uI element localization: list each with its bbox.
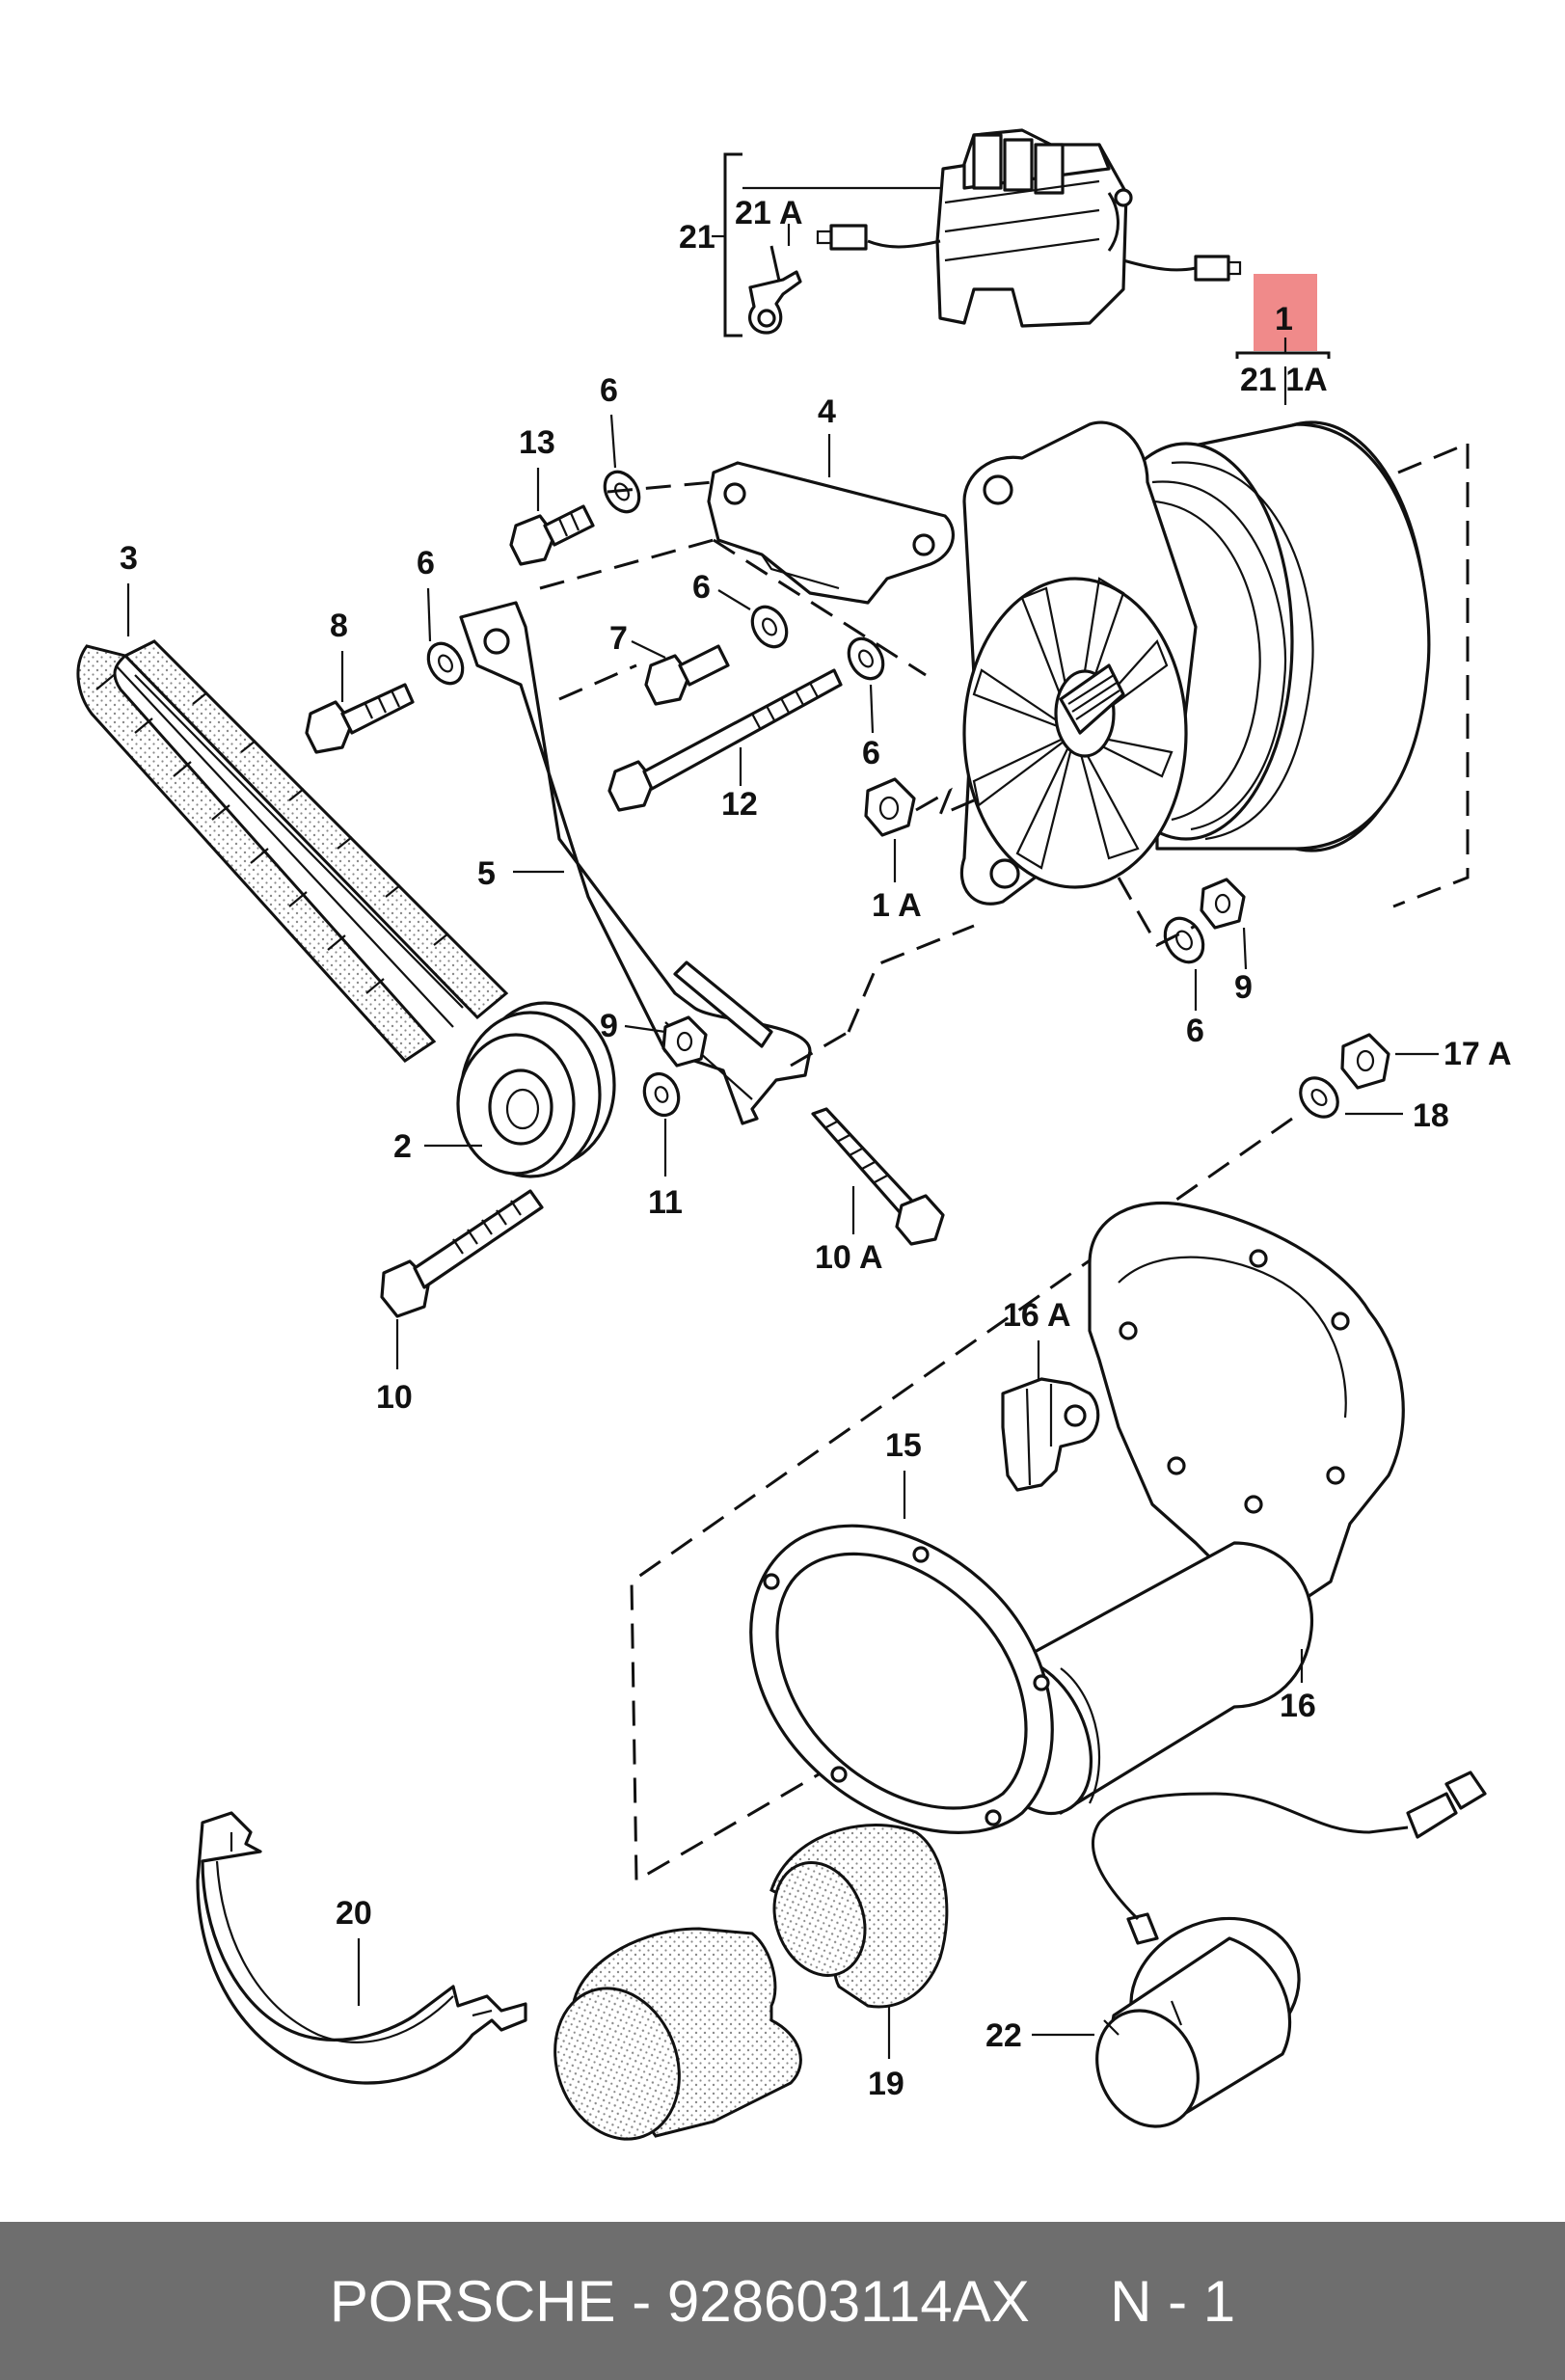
callout-10: 10 — [376, 1379, 413, 1416]
callout-21-1a: 21 1A — [1240, 362, 1328, 398]
washer-6-left[interactable] — [421, 637, 470, 690]
upper-bracket-part[interactable] — [707, 461, 955, 605]
callout-1[interactable]: 1 — [1275, 301, 1293, 338]
callout-15: 15 — [885, 1427, 922, 1464]
temperature-sensor-part[interactable] — [1078, 1771, 1487, 2143]
callout-9-left: 9 — [600, 1008, 618, 1044]
footer-bar: PORSCHE - 928603114AX N - 1 — [0, 2222, 1565, 2380]
footer-part-number: 928603114AX — [666, 2268, 1030, 2334]
callout-18: 18 — [1413, 1097, 1449, 1134]
bolt-13-part[interactable] — [509, 504, 595, 566]
callout-21: 21 — [679, 219, 715, 256]
callout-12: 12 — [721, 786, 758, 823]
clip-16a-part[interactable] — [1001, 1377, 1100, 1492]
bolt-12-part[interactable] — [607, 668, 843, 812]
callout-13: 13 — [519, 424, 555, 461]
alternator-part[interactable] — [959, 420, 1431, 906]
callout-6-left: 6 — [417, 545, 435, 581]
callout-6-top: 6 — [600, 372, 618, 409]
nut-17a-part[interactable] — [1340, 1033, 1390, 1090]
callout-11: 11 — [648, 1184, 683, 1221]
bolt-7-part[interactable] — [644, 644, 730, 706]
bolt-8-part[interactable] — [305, 683, 415, 754]
parts-diagram: 21 21 A 1 21 1A 3 — [76, 128, 1512, 2157]
nut-1a-part[interactable] — [864, 777, 916, 837]
pulley-part[interactable] — [456, 1001, 616, 1178]
callout-20: 20 — [336, 1895, 372, 1932]
washer-11-part[interactable] — [639, 1069, 685, 1121]
callout-6-lower: 6 — [1186, 1013, 1204, 1049]
bolt-10-part[interactable] — [380, 1189, 544, 1318]
callout-5: 5 — [477, 855, 496, 892]
callout-17a: 17 A — [1444, 1036, 1512, 1072]
callout-1a: 1 A — [872, 887, 922, 924]
callout-21a: 21 A — [735, 195, 803, 231]
callout-16: 16 — [1280, 1688, 1316, 1724]
callout-9-right: 9 — [1234, 969, 1253, 1006]
support-arm-part[interactable] — [459, 601, 812, 1125]
drive-belt-part[interactable] — [76, 639, 509, 1063]
voltage-regulator-part[interactable] — [748, 128, 1242, 335]
bolt-10a-part[interactable] — [811, 1107, 945, 1246]
seal-ring-part[interactable] — [749, 1524, 1054, 1834]
foam-insert-part[interactable] — [534, 1824, 949, 2157]
callout-6-right: 6 — [862, 735, 880, 771]
footer-position: N - 1 — [1110, 2268, 1236, 2334]
callout-7: 7 — [609, 620, 628, 657]
nut-9-left-part[interactable] — [661, 1015, 708, 1068]
washer-6-lower[interactable] — [1157, 911, 1210, 969]
clamp-strap-part[interactable] — [196, 1811, 527, 2085]
callout-10a: 10 A — [815, 1239, 883, 1276]
callout-3: 3 — [120, 540, 138, 577]
washer-6-right[interactable] — [842, 633, 890, 685]
washer-6-mid[interactable] — [745, 601, 794, 653]
callout-19: 19 — [868, 2066, 904, 2102]
washer-18-part[interactable] — [1293, 1070, 1345, 1124]
footer-brand: PORSCHE — [329, 2268, 616, 2334]
nut-9-right-part[interactable] — [1200, 878, 1246, 930]
callout-2: 2 — [393, 1128, 412, 1165]
callout-16a: 16 A — [1003, 1297, 1071, 1334]
footer-gap — [1030, 2268, 1110, 2335]
callout-6-mid: 6 — [692, 569, 711, 606]
callout-8: 8 — [330, 608, 348, 644]
footer-separator: - — [615, 2268, 667, 2334]
callout-22: 22 — [985, 2017, 1022, 2054]
callout-4: 4 — [818, 393, 836, 430]
